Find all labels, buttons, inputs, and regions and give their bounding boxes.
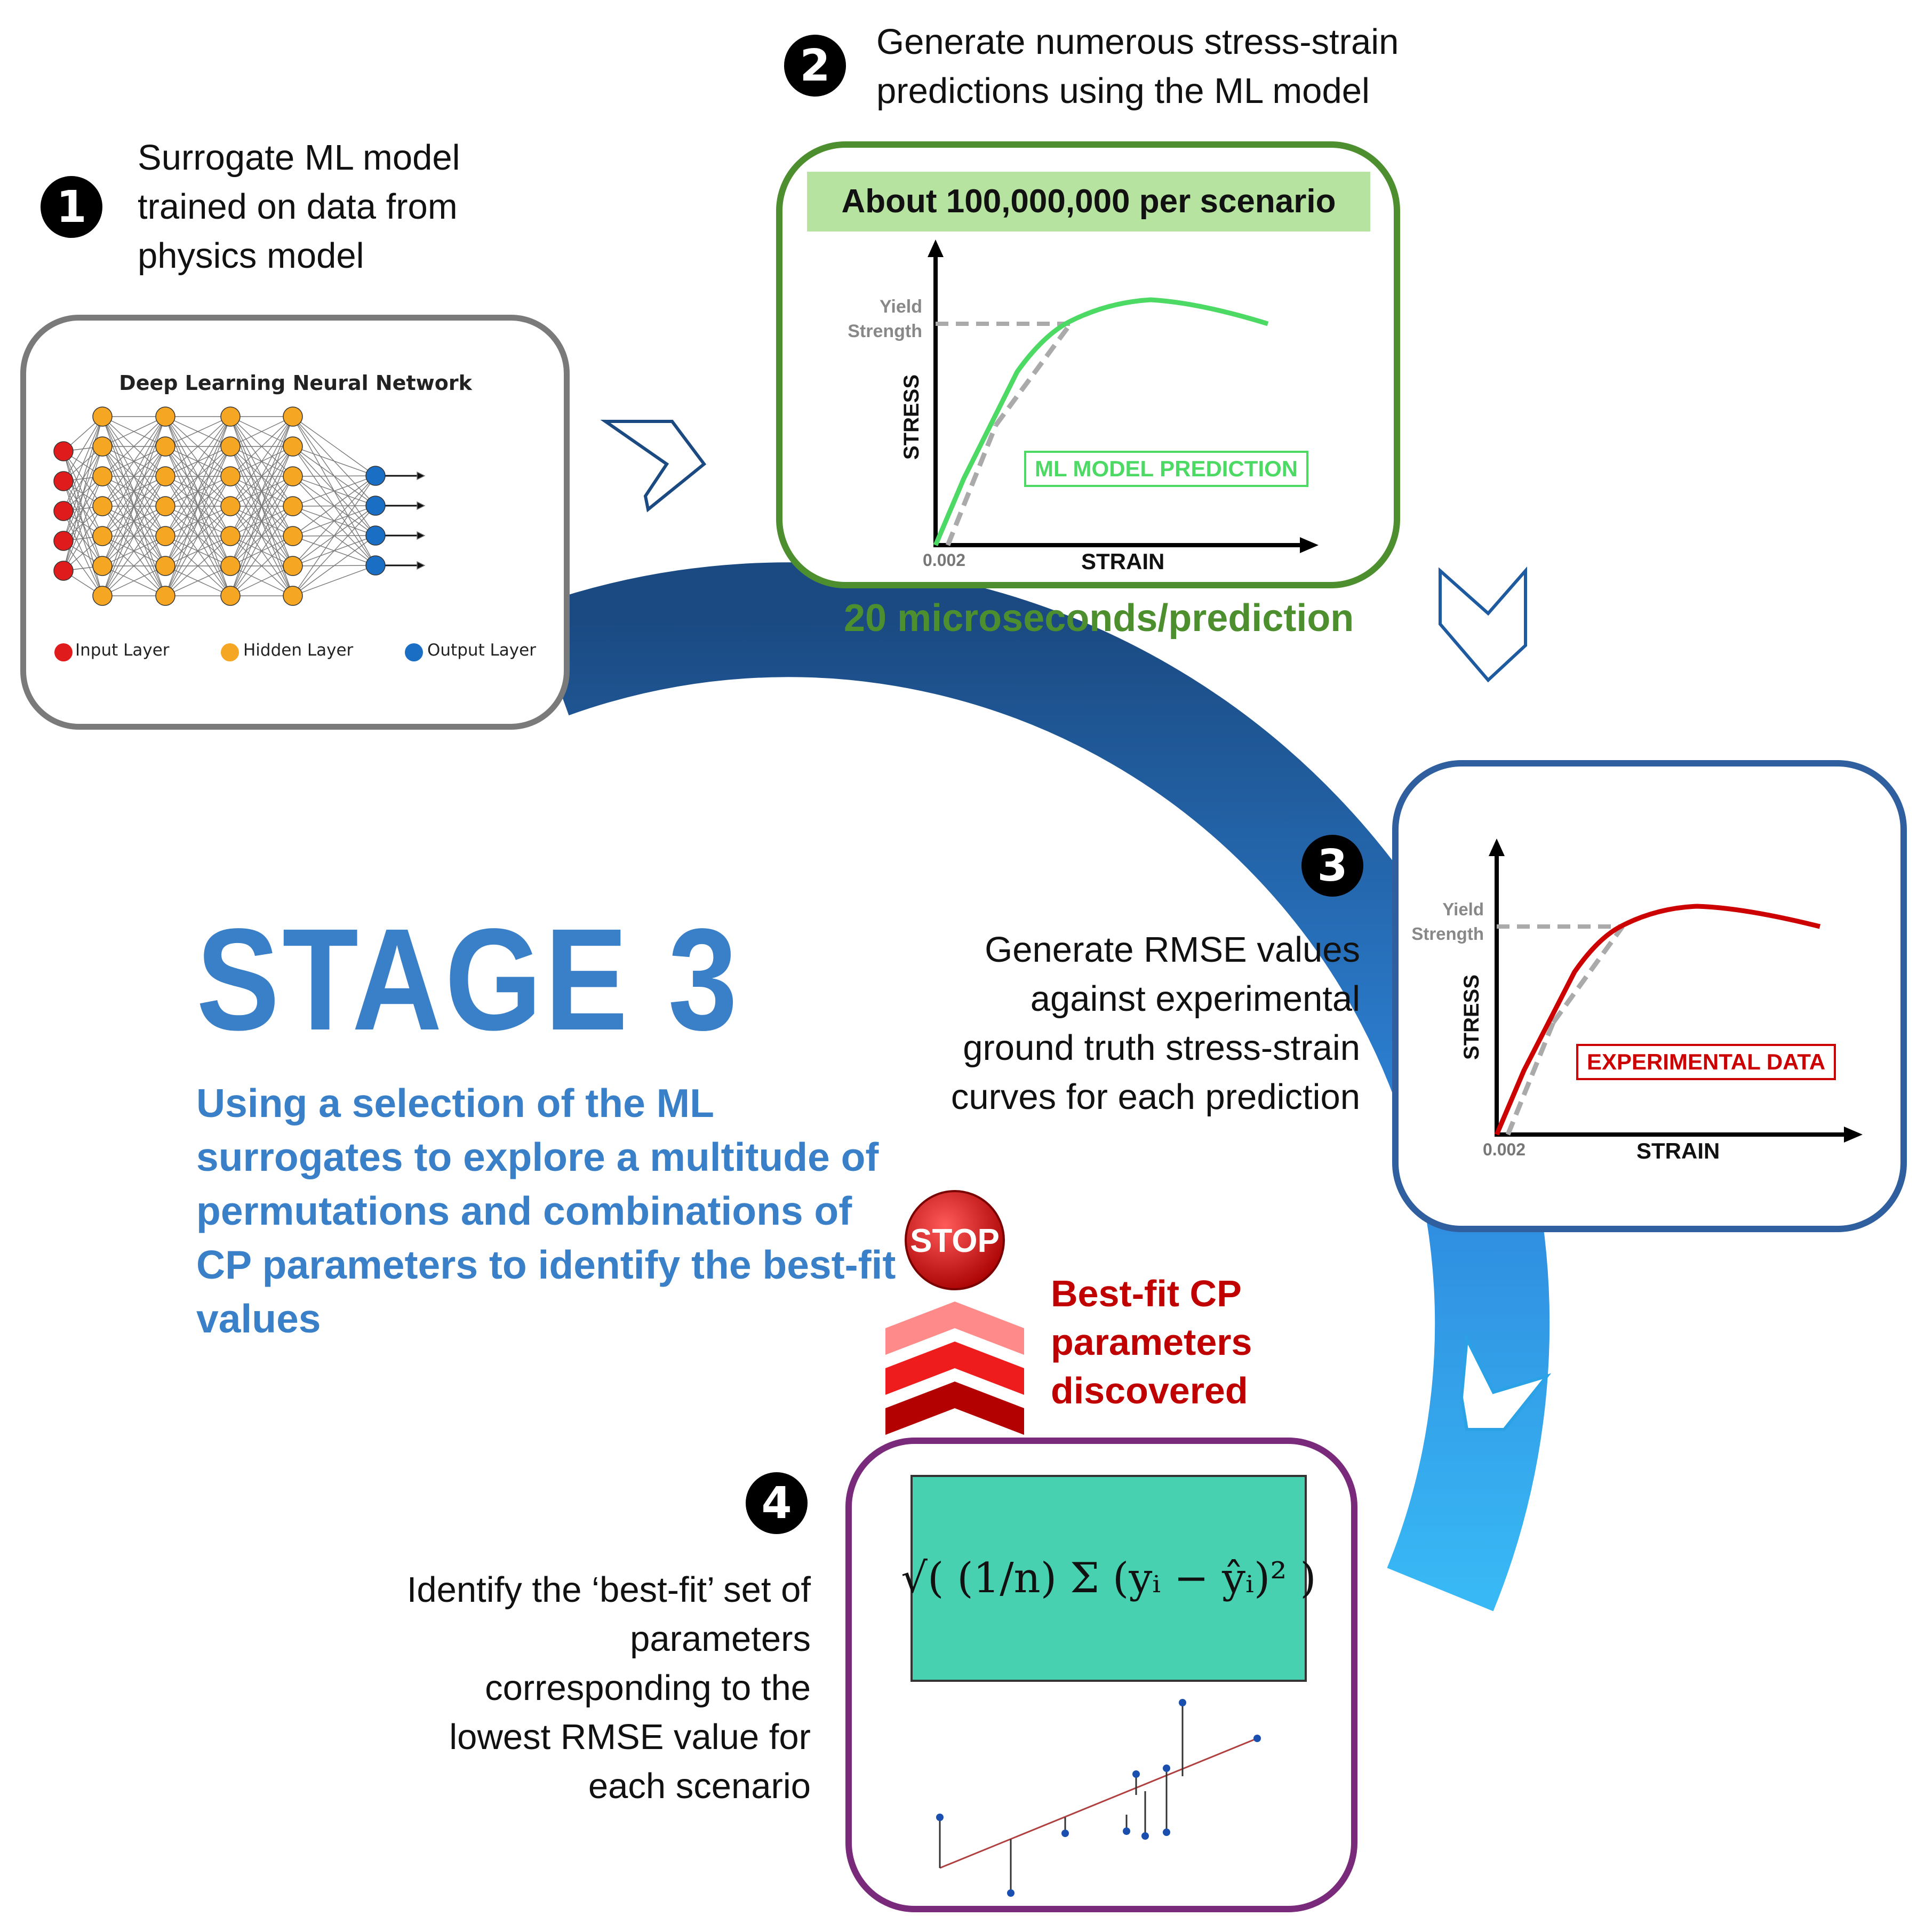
- step-4-badge: 4: [746, 1472, 808, 1534]
- hidden-node: [283, 436, 303, 457]
- hidden-node: [92, 406, 113, 427]
- input-node: [53, 441, 74, 461]
- step-1-badge: 1: [41, 176, 102, 238]
- output-node: [365, 555, 386, 576]
- hidden-node: [155, 526, 175, 546]
- hidden-node: [155, 586, 175, 606]
- exp-offset-tick: 0.002: [1483, 1140, 1526, 1159]
- hidden-node: [283, 586, 303, 606]
- legend-hidden-dot: [221, 643, 239, 661]
- step-4-text: Identify the ‘best-fit’ set of parameter…: [406, 1570, 811, 1806]
- stage-title: STAGE 3: [196, 898, 740, 1060]
- ml-stress-strain-chart: [928, 239, 1319, 553]
- hidden-node: [283, 526, 303, 546]
- output-node: [365, 525, 386, 546]
- hidden-node: [155, 556, 175, 576]
- hidden-node: [155, 406, 175, 427]
- legend-output: Output Layer: [427, 641, 536, 660]
- hidden-node: [92, 556, 113, 576]
- hidden-node: [92, 586, 113, 606]
- chevron-icon: [1459, 1333, 1552, 1431]
- exp-curve-label: EXPERIMENTAL DATA: [1576, 1044, 1836, 1080]
- neural-network-panel: Deep Learning Neural Network Input Layer…: [20, 315, 570, 730]
- rmse-formula-box: √( (1/n) Σ (yᵢ − ŷᵢ)² ): [901, 1475, 1316, 1682]
- chevron-icon: [600, 420, 707, 513]
- rmse-panel: √( (1/n) Σ (yᵢ − ŷᵢ)² ): [845, 1438, 1357, 1912]
- stop-sign-icon: STOP: [905, 1190, 1005, 1290]
- input-node: [53, 501, 74, 521]
- stop-label: STOP: [910, 1223, 1000, 1259]
- hidden-node: [220, 526, 241, 546]
- ml-y-axis-label: STRESS: [900, 374, 923, 460]
- step-3-badge: 3: [1301, 835, 1363, 897]
- hidden-node: [155, 466, 175, 486]
- ml-x-axis-label: STRAIN: [1081, 549, 1165, 574]
- hidden-node: [220, 466, 241, 486]
- hidden-node: [155, 496, 175, 516]
- hidden-node: [92, 436, 113, 457]
- hidden-node: [283, 406, 303, 427]
- speed-note: 20 microseconds/prediction: [844, 597, 1354, 640]
- legend-input: Input Layer: [75, 641, 170, 660]
- experimental-data-panel: Yield Strength STRESS STRAIN 0.002 EXPER…: [1392, 760, 1907, 1232]
- ml-yield-label: Yield Strength: [848, 297, 922, 341]
- exp-yield-label: Yield Strength: [1411, 899, 1484, 944]
- hidden-node: [220, 496, 241, 516]
- input-node: [53, 471, 74, 491]
- hidden-node: [155, 436, 175, 457]
- hidden-node: [220, 556, 241, 576]
- hidden-node: [283, 556, 303, 576]
- hidden-node: [220, 406, 241, 427]
- legend-output-dot: [405, 643, 423, 661]
- output-node: [365, 496, 386, 516]
- output-node: [365, 466, 386, 486]
- up-chevrons-icon: [885, 1302, 1024, 1435]
- ml-banner-text: About 100,000,000 per scenario: [841, 183, 1336, 220]
- input-node: [53, 531, 74, 551]
- chevron-icon: [1439, 566, 1527, 683]
- step-3-text: Generate RMSE values against experimenta…: [950, 930, 1360, 1117]
- ml-offset-tick: 0.002: [923, 550, 966, 570]
- ml-curve-label: ML MODEL PREDICTION: [1024, 451, 1309, 487]
- hidden-node: [220, 436, 241, 457]
- hidden-node: [283, 496, 303, 516]
- hidden-node: [92, 466, 113, 486]
- exp-x-axis-label: STRAIN: [1636, 1138, 1720, 1163]
- experimental-stress-strain-chart: [1489, 839, 1863, 1143]
- hidden-node: [92, 496, 113, 516]
- legend-input-dot: [54, 643, 73, 661]
- ml-banner: About 100,000,000 per scenario: [807, 172, 1370, 231]
- step-2-text: Generate numerous stress-strain predicti…: [876, 22, 1399, 111]
- hidden-node: [283, 466, 303, 486]
- best-fit-text: Best-fit CP parameters discovered: [1051, 1273, 1252, 1411]
- hidden-node: [220, 586, 241, 606]
- input-node: [53, 561, 74, 581]
- regression-plot: [936, 1699, 1261, 1897]
- step-2-badge: 2: [784, 35, 846, 97]
- legend-hidden: Hidden Layer: [243, 641, 354, 660]
- exp-y-axis-label: STRESS: [1460, 974, 1483, 1060]
- neural-network-diagram: [53, 406, 426, 661]
- stage-description: Using a selection of the ML surrogates t…: [196, 1081, 896, 1341]
- hidden-node: [92, 526, 113, 546]
- rmse-formula: √( (1/n) Σ (yᵢ − ŷᵢ)² ): [901, 1554, 1316, 1602]
- ml-prediction-panel: About 100,000,000 per scenario Yield Str…: [776, 141, 1400, 588]
- step-1-text: Surrogate ML model trained on data from …: [138, 138, 460, 276]
- nn-title: Deep Learning Neural Network: [119, 371, 472, 395]
